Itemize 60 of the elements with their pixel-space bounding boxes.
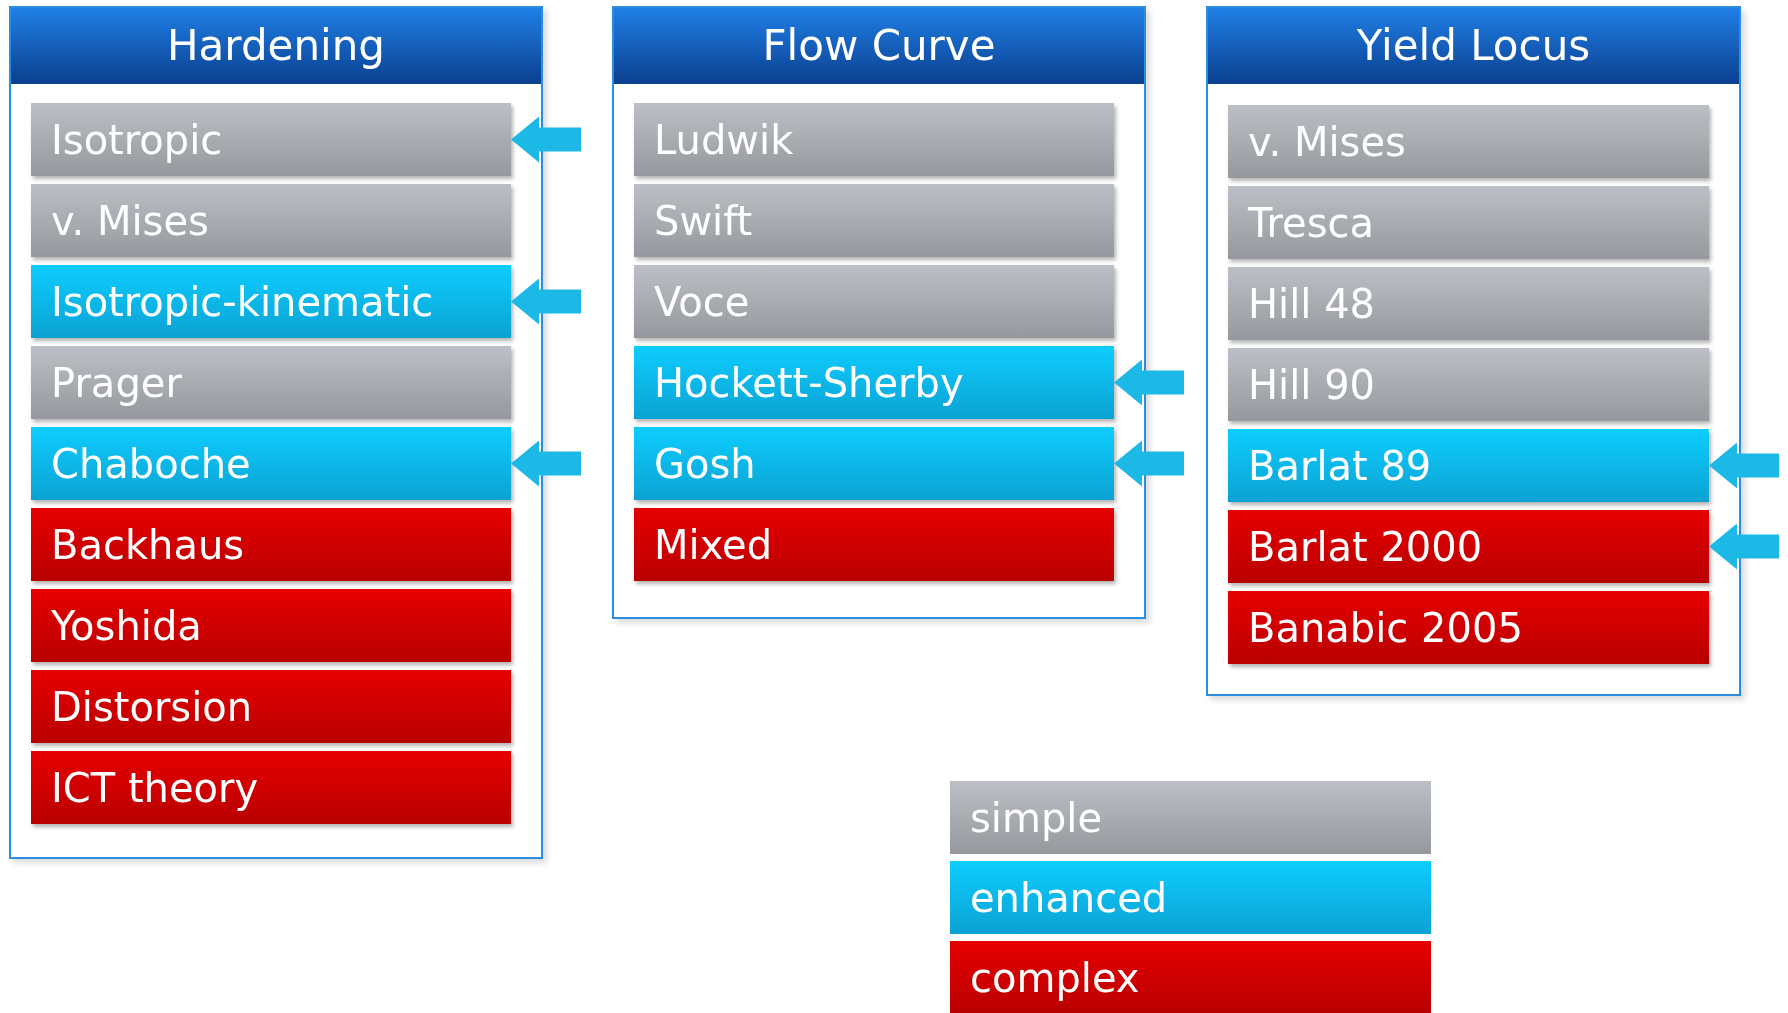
model-label: Isotropic-kinematic bbox=[51, 278, 434, 325]
model-label: Distorsion bbox=[51, 683, 253, 730]
model-bar bbox=[31, 427, 511, 500]
model-label: Banabic 2005 bbox=[1248, 604, 1523, 651]
panel-heading: Yield Locus bbox=[1356, 20, 1591, 72]
model-label: Chaboche bbox=[51, 440, 251, 487]
model-bar bbox=[634, 265, 1114, 338]
model-label: Prager bbox=[51, 359, 182, 406]
model-bar bbox=[634, 103, 1114, 176]
model-bar bbox=[1228, 591, 1709, 664]
model-bar bbox=[1228, 105, 1709, 178]
category-panel bbox=[1206, 6, 1741, 696]
panel-heading: Hardening bbox=[167, 20, 385, 72]
category-panel bbox=[612, 6, 1146, 619]
model-label: Voce bbox=[654, 278, 750, 325]
pointer-arrow bbox=[1709, 442, 1779, 489]
model-bar bbox=[31, 670, 511, 743]
model-label: Ludwik bbox=[654, 116, 794, 163]
pointer-arrow bbox=[1114, 359, 1184, 406]
model-bar bbox=[31, 103, 511, 176]
pointer-arrow bbox=[511, 278, 581, 325]
model-bar bbox=[1228, 186, 1709, 259]
model-label: Hill 48 bbox=[1248, 280, 1376, 327]
model-label: Backhaus bbox=[51, 521, 245, 568]
model-bar bbox=[1228, 429, 1709, 502]
category-panel bbox=[9, 6, 543, 859]
model-label: Tresca bbox=[1248, 199, 1375, 246]
model-bar bbox=[31, 508, 511, 581]
model-bar bbox=[1228, 348, 1709, 421]
model-bar bbox=[31, 751, 511, 824]
model-bar bbox=[634, 427, 1114, 500]
pointer-arrow bbox=[1114, 440, 1184, 487]
model-bar bbox=[634, 346, 1114, 419]
pointer-arrow bbox=[511, 116, 581, 163]
model-label: v. Mises bbox=[51, 197, 209, 244]
pointer-arrow bbox=[511, 440, 581, 487]
model-label: Yoshida bbox=[51, 602, 202, 649]
model-label: Hockett-Sherby bbox=[654, 359, 964, 406]
panel-heading: Flow Curve bbox=[762, 20, 996, 72]
model-label: Barlat 89 bbox=[1248, 442, 1432, 489]
legend-label: complex bbox=[970, 954, 1140, 1001]
model-label: Mixed bbox=[654, 521, 773, 568]
model-bar bbox=[634, 184, 1114, 257]
model-label: v. Mises bbox=[1248, 118, 1406, 165]
pointer-arrow bbox=[1709, 523, 1779, 570]
model-label: Isotropic bbox=[51, 116, 223, 163]
legend-label: enhanced bbox=[970, 874, 1168, 921]
model-bar bbox=[31, 346, 511, 419]
model-label: ICT theory bbox=[51, 764, 259, 811]
model-bar bbox=[1228, 510, 1709, 583]
model-bar bbox=[1228, 267, 1709, 340]
model-bar bbox=[31, 184, 511, 257]
legend-label: simple bbox=[970, 794, 1103, 841]
model-bar bbox=[31, 265, 511, 338]
model-bar bbox=[634, 508, 1114, 581]
model-label: Hill 90 bbox=[1248, 361, 1376, 408]
model-bar bbox=[31, 589, 511, 662]
model-label: Barlat 2000 bbox=[1248, 523, 1483, 570]
model-label: Gosh bbox=[654, 440, 756, 487]
model-label: Swift bbox=[654, 197, 753, 244]
